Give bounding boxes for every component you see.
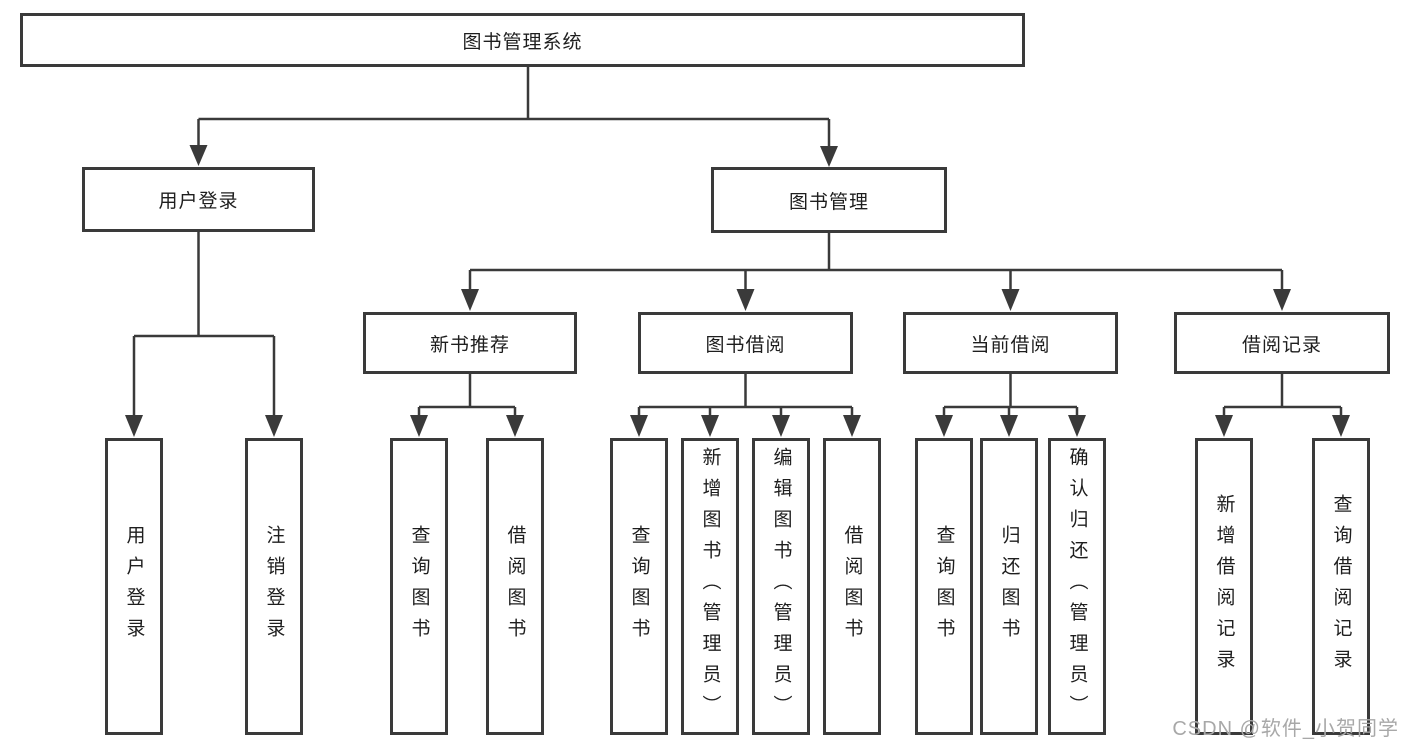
- leaf-user-login-label: 用户登录: [123, 524, 145, 649]
- leaf-return-book-label: 归还图书: [998, 524, 1020, 649]
- watermark-text: CSDN @软件_小贺同学: [1172, 718, 1399, 740]
- node-current-borrowing: 当前借阅: [903, 312, 1118, 374]
- node-root-system: 图书管理系统: [20, 13, 1025, 67]
- leaf-logout-label: 注销登录: [263, 524, 285, 649]
- leaf-confirm-return-admin-label: 确认归还（管理员）: [1066, 447, 1088, 726]
- leaf-query-borrow-record: 查询借阅记录: [1312, 438, 1370, 735]
- node-book-management-label: 图书管理: [788, 191, 869, 213]
- leaf-borrow-books-1-label: 借阅图书: [504, 524, 526, 649]
- connector-new-rec-children: [410, 374, 524, 437]
- leaf-return-book: 归还图书: [980, 438, 1038, 735]
- leaf-borrow-books-2-label: 借阅图书: [841, 524, 863, 649]
- leaf-add-book-admin-label: 新增图书（管理员）: [699, 447, 721, 726]
- node-book-management: 图书管理: [711, 167, 947, 233]
- leaf-add-borrow-record-label: 新增借阅记录: [1213, 493, 1235, 680]
- leaf-borrow-books-2: 借阅图书: [823, 438, 881, 735]
- connector-root-to-level2: [189, 67, 838, 167]
- leaf-edit-book-admin-label: 编辑图书（管理员）: [770, 447, 792, 726]
- leaf-add-book-admin: 新增图书（管理员）: [681, 438, 739, 735]
- node-book-borrowing: 图书借阅: [638, 312, 853, 374]
- connector-book-mgmt-children: [461, 233, 1291, 311]
- connector-user-login-children: [125, 232, 283, 437]
- node-borrowing-records: 借阅记录: [1174, 312, 1390, 374]
- node-root-system-label: 图书管理系统: [462, 31, 583, 53]
- leaf-query-borrow-record-label: 查询借阅记录: [1330, 493, 1352, 680]
- connector-borrow-record-children: [1215, 374, 1350, 437]
- leaf-query-books-3-label: 查询图书: [933, 524, 955, 649]
- leaf-query-books-3: 查询图书: [915, 438, 973, 735]
- leaf-add-borrow-record: 新增借阅记录: [1195, 438, 1253, 735]
- leaf-confirm-return-admin: 确认归还（管理员）: [1048, 438, 1106, 735]
- leaf-query-books-1: 查询图书: [390, 438, 448, 735]
- node-user-login-label: 用户登录: [158, 191, 239, 212]
- leaf-logout: 注销登录: [245, 438, 303, 735]
- leaf-query-books-2-label: 查询图书: [628, 524, 650, 649]
- node-borrowing-records-label: 借阅记录: [1241, 334, 1322, 356]
- connector-current-borrow-children: [935, 374, 1086, 437]
- leaf-query-books-2: 查询图书: [610, 438, 668, 735]
- node-book-borrowing-label: 图书借阅: [705, 334, 786, 356]
- leaf-edit-book-admin: 编辑图书（管理员）: [752, 438, 810, 735]
- leaf-borrow-books-1: 借阅图书: [486, 438, 544, 735]
- connector-book-borrow-children: [630, 374, 861, 437]
- node-new-book-recommend: 新书推荐: [363, 312, 577, 374]
- leaf-query-books-1-label: 查询图书: [408, 524, 430, 649]
- node-current-borrowing-label: 当前借阅: [970, 334, 1051, 356]
- node-user-login: 用户登录: [82, 167, 315, 232]
- node-new-book-recommend-label: 新书推荐: [429, 334, 510, 356]
- leaf-user-login: 用户登录: [105, 438, 163, 735]
